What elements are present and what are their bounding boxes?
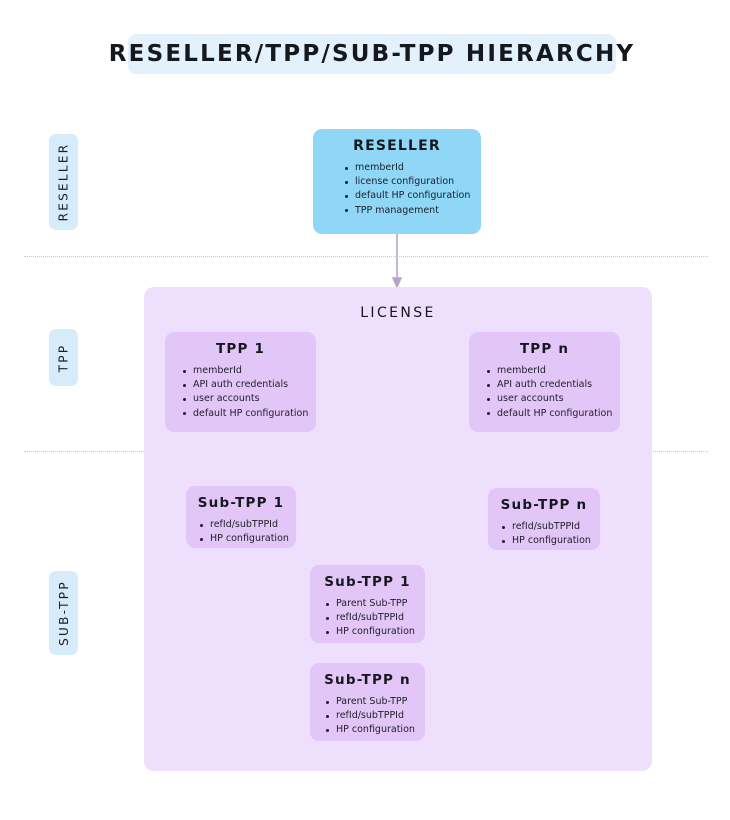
bullet-item: user accounts [487,392,610,406]
bullet-item: user accounts [183,392,306,406]
bullet-item: memberId [345,161,471,175]
node-subtpp-nested-n-title: Sub-TPP n [324,672,411,688]
bullet-item: API auth credentials [183,378,306,392]
band-label-tpp-text: TPP [56,343,71,372]
band-label-subtpp: SUB-TPP [49,571,78,655]
bullet-item: HP configuration [326,723,415,737]
band-divider-reseller-tpp [24,256,708,257]
band-label-tpp: TPP [49,329,78,386]
bullet-item: refId/subTPPId [502,520,590,534]
bullet-item: HP configuration [326,625,415,639]
node-subtpp-n-title: Sub-TPP n [500,497,588,513]
bullet-item: refId/subTPPId [326,709,415,723]
bullet-item: license configuration [345,175,471,189]
page-title-text: RESELLER/TPP/SUB-TPP HIERARCHY [108,41,636,67]
band-label-subtpp-text: SUB-TPP [56,580,71,646]
bullet-item: default HP configuration [487,407,612,421]
node-subtpp-1-bullets: refId/subTPPId HP configuration [196,518,289,546]
bullet-item: Parent Sub-TPP [326,695,415,709]
band-label-reseller: RESELLER [49,134,78,230]
node-subtpp-1-title: Sub-TPP 1 [197,495,285,511]
bullet-item: API auth credentials [487,378,610,392]
node-tpp-n-title: TPP n [519,341,570,357]
band-label-reseller-text: RESELLER [56,142,71,222]
node-subtpp-1[interactable]: Sub-TPP 1 refId/subTPPId HP configuratio… [186,486,296,548]
bullet-item: HP configuration [502,534,591,548]
node-subtpp-nested-1-title: Sub-TPP 1 [324,574,411,590]
license-panel-label: LICENSE [360,305,436,321]
node-tpp-1-title: TPP 1 [215,341,266,357]
bullet-item: refId/subTPPId [200,518,286,532]
node-subtpp-n-bullets: refId/subTPPId HP configuration [498,520,591,548]
bullet-item: Parent Sub-TPP [326,597,415,611]
bullet-item: TPP management [345,204,471,218]
bullet-item: memberId [183,364,306,378]
node-reseller-title: RESELLER [353,138,441,154]
page-title: RESELLER/TPP/SUB-TPP HIERARCHY [109,34,633,74]
node-subtpp-n[interactable]: Sub-TPP n refId/subTPPId HP configuratio… [488,488,600,550]
bullet-item: default HP configuration [183,407,308,421]
bullet-item: refId/subTPPId [326,611,415,625]
bullet-item: memberId [487,364,610,378]
bullet-item: default HP configuration [345,189,471,203]
bullet-item: HP configuration [200,532,289,546]
